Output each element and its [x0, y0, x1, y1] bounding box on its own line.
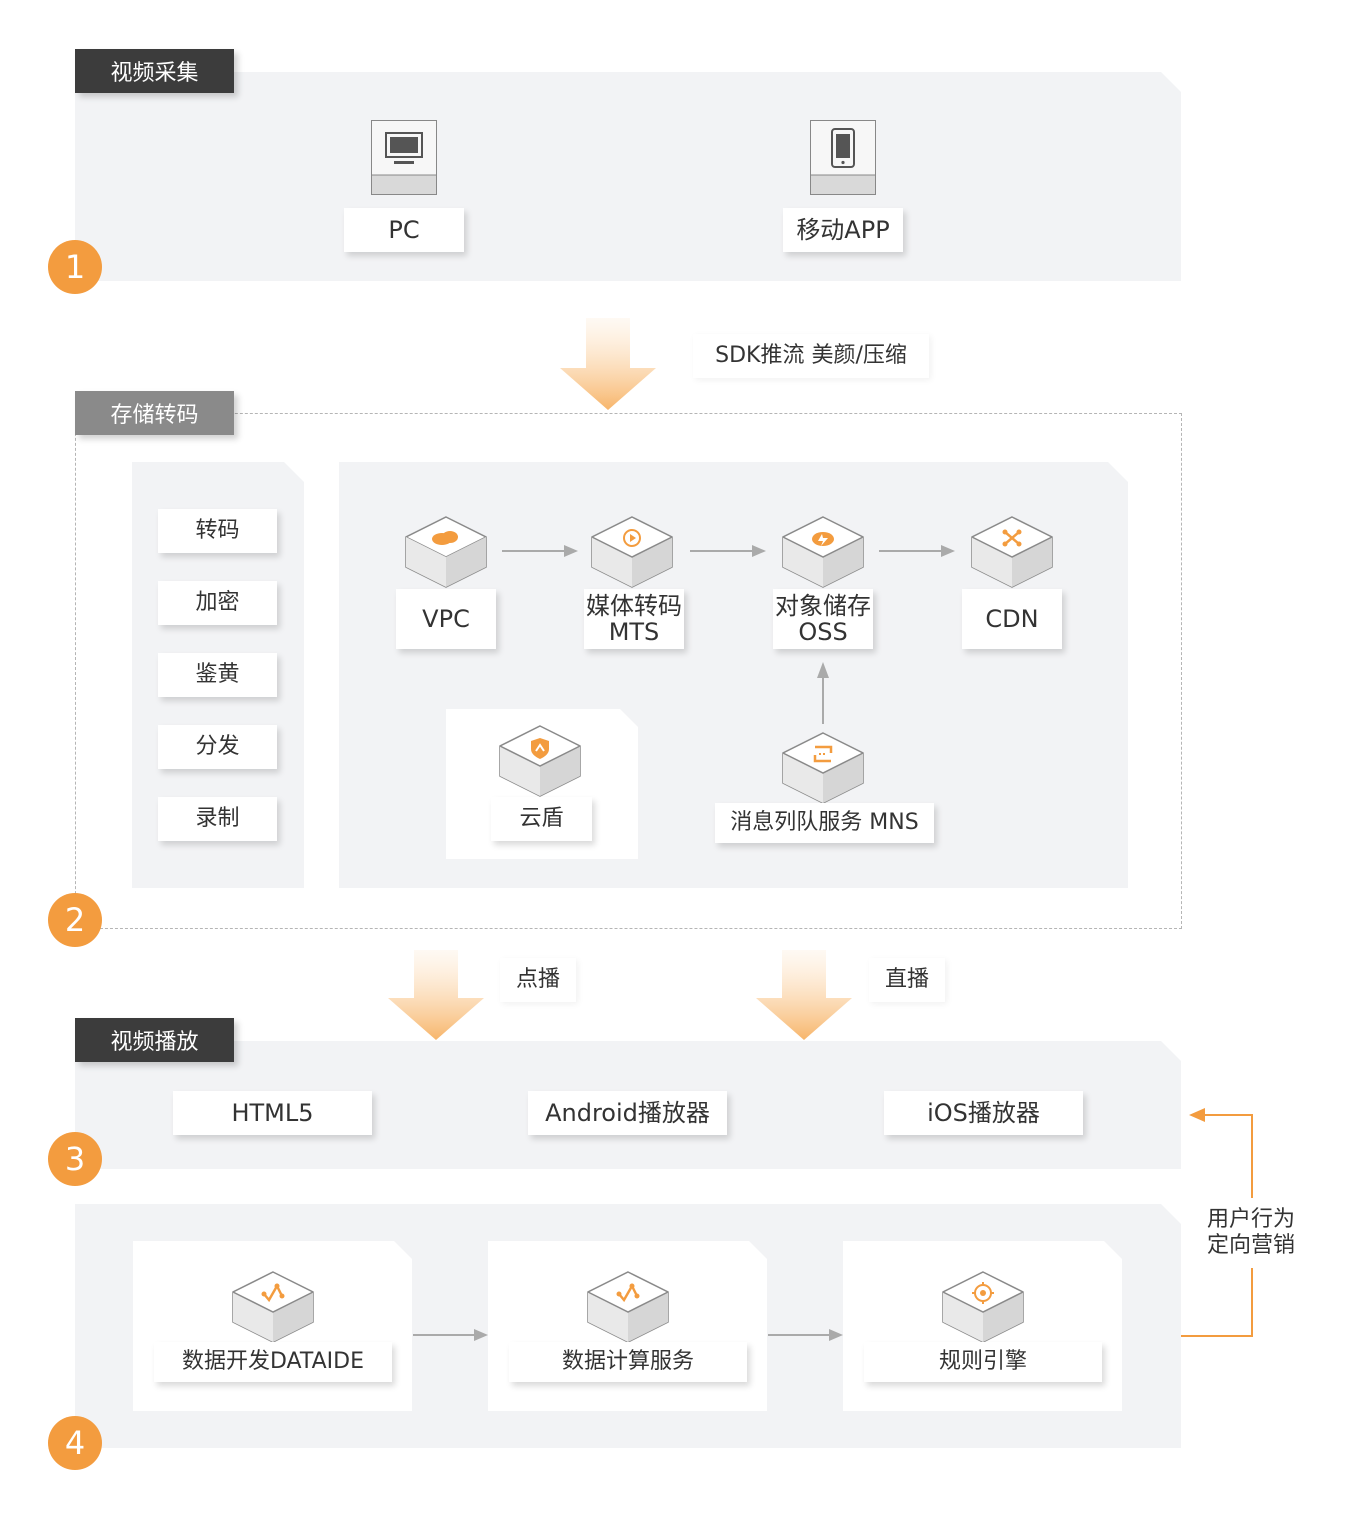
mobile-device-icon — [810, 120, 876, 195]
dataide-card: 数据开发DATAIDE — [154, 1342, 392, 1382]
section-number-2: 2 — [48, 893, 102, 947]
mts-card: 媒体转码 MTS — [584, 589, 684, 649]
mts-cube-icon — [590, 515, 674, 589]
oss-cube-icon — [781, 515, 865, 589]
cloud-shield-card: 云盾 — [491, 797, 592, 841]
vpc-card: VPC — [396, 589, 496, 649]
mns-cube-icon — [781, 731, 865, 805]
feature-transcode: 转码 — [158, 509, 277, 553]
marketing-label: 用户行为 定向营销 — [1192, 1198, 1310, 1268]
arrow-dataide-to-compute — [413, 1327, 488, 1343]
compute-cube-icon — [586, 1270, 670, 1344]
flow-arrow-down-1 — [560, 318, 656, 412]
html5-player-card: HTML5 — [173, 1091, 372, 1135]
mobile-app-card: 移动APP — [783, 208, 903, 252]
pc-device-icon — [371, 120, 437, 195]
dataide-cube-icon — [231, 1270, 315, 1344]
pc-card: PC — [344, 208, 464, 252]
marketing-label-line-1: 用户行为 — [1206, 1207, 1295, 1232]
section-number-4: 4 — [48, 1416, 102, 1470]
feature-porn-detection: 鉴黄 — [158, 653, 277, 697]
mts-card-line-1: 媒体转码 — [586, 592, 682, 620]
cdn-cube-icon — [970, 515, 1054, 589]
shield-cube-icon — [498, 724, 582, 798]
feature-encrypt: 加密 — [158, 581, 277, 625]
vpc-cube-icon — [404, 515, 488, 589]
arrow-mns-to-oss — [815, 662, 831, 724]
live-label: 直播 — [869, 958, 945, 1002]
sdk-push-label: SDK推流 美颜/压缩 — [693, 334, 929, 378]
arrow-mts-to-oss — [690, 543, 766, 559]
vod-label: 点播 — [500, 958, 576, 1002]
cdn-card: CDN — [962, 589, 1062, 649]
section-number-1: 1 — [48, 240, 102, 294]
mts-card-line-2: MTS — [608, 618, 660, 646]
feature-record: 录制 — [158, 797, 277, 841]
arrow-oss-to-cdn — [879, 543, 955, 559]
oss-card-line-2: OSS — [798, 618, 848, 646]
oss-card: 对象储存 OSS — [773, 589, 873, 649]
flow-arrow-down-vod — [388, 950, 484, 1042]
marketing-label-line-2: 定向营销 — [1206, 1233, 1295, 1258]
oss-card-line-1: 对象储存 — [775, 592, 871, 620]
rules-cube-icon — [941, 1270, 1025, 1344]
ios-player-card: iOS播放器 — [884, 1091, 1083, 1135]
arrow-vpc-to-mts — [502, 543, 578, 559]
compute-card: 数据计算服务 — [509, 1342, 747, 1382]
section-tag-playback: 视频播放 — [75, 1018, 234, 1062]
rules-card: 规则引擎 — [864, 1342, 1102, 1382]
arrow-compute-to-rules — [768, 1327, 843, 1343]
storage-transcode-frame — [75, 413, 1182, 929]
android-player-card: Android播放器 — [528, 1091, 727, 1135]
capture-panel — [75, 72, 1181, 281]
section-tag-storage: 存储转码 — [75, 391, 234, 435]
flow-arrow-down-live — [756, 950, 852, 1042]
section-tag-capture: 视频采集 — [75, 49, 234, 93]
section-number-3: 3 — [48, 1132, 102, 1186]
mns-card: 消息列队服务 MNS — [715, 803, 934, 843]
feature-distribute: 分发 — [158, 725, 277, 769]
